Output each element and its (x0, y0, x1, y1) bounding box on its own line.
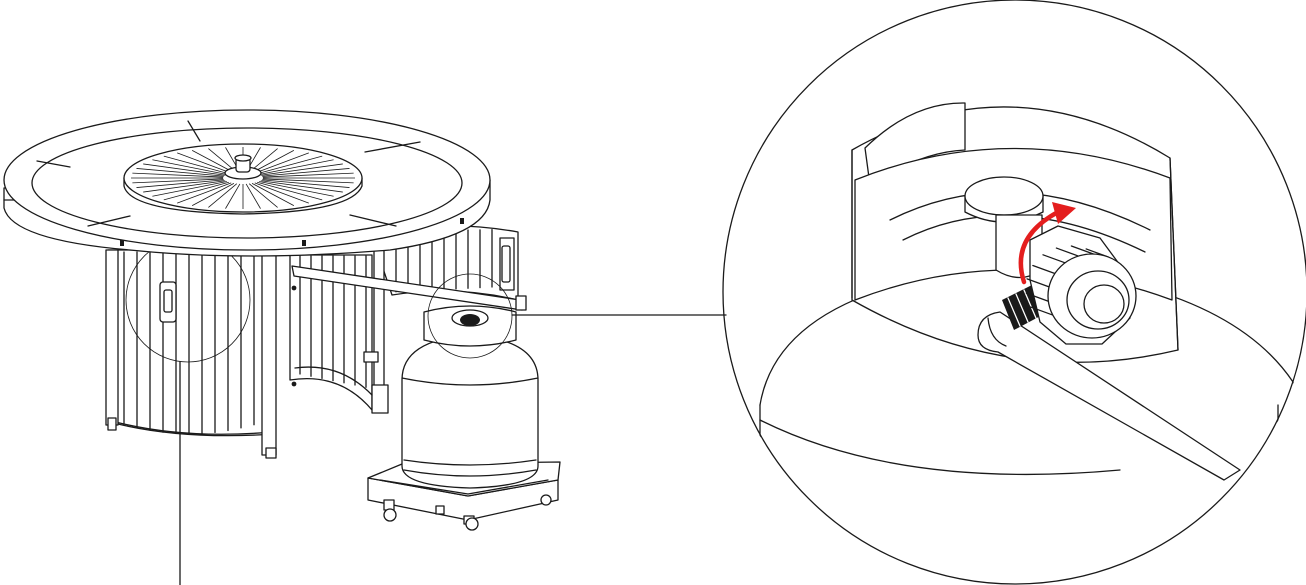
open-door-panel (289, 225, 519, 414)
rotation-arrow (1018, 202, 1076, 285)
magnified-detail-circle (722, 0, 1306, 585)
detail-callout-circle-valve (427, 273, 513, 359)
propane-tank-cart (367, 273, 727, 531)
table-slats (123, 251, 255, 435)
tank-collar (423, 273, 517, 359)
table-base (105, 237, 277, 585)
burner-lid (123, 143, 363, 215)
door-handle (159, 281, 177, 323)
fire-pit-table (3, 109, 527, 585)
coupling-nut (1025, 225, 1137, 345)
valve-detail-view (722, 0, 1306, 585)
